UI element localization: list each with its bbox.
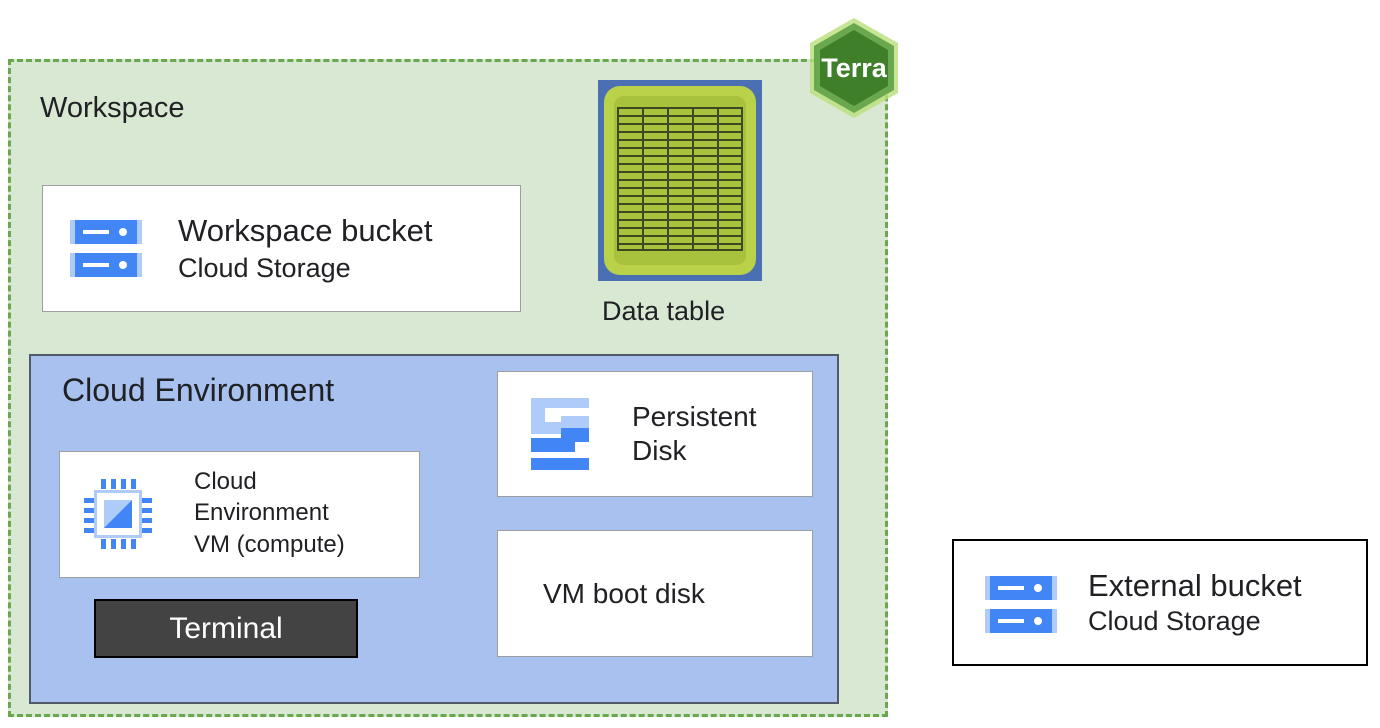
cloud-environment-title: Cloud Environment bbox=[62, 372, 335, 408]
vm-label-line2: Environment bbox=[194, 499, 329, 526]
terra-logo: Terra bbox=[810, 18, 898, 118]
external-bucket-name: External bucket bbox=[1088, 568, 1302, 603]
vm-boot-disk-box bbox=[497, 530, 813, 657]
persistent-disk-label-line1: Persistent bbox=[632, 401, 757, 432]
vm-label-line3: VM (compute) bbox=[194, 531, 345, 558]
terra-logo-text: Terra bbox=[821, 53, 888, 83]
workspace-bucket-box bbox=[42, 185, 521, 312]
vm-label-line1: Cloud bbox=[194, 468, 257, 495]
data-table-icon bbox=[598, 80, 762, 281]
external-bucket-box bbox=[952, 539, 1368, 666]
terminal-box: Terminal bbox=[94, 599, 358, 658]
vm-boot-disk-label: VM boot disk bbox=[543, 578, 705, 609]
persistent-disk-label-line2: Disk bbox=[632, 435, 687, 466]
data-table-label: Data table bbox=[602, 296, 726, 326]
workspace-bucket-type: Cloud Storage bbox=[178, 253, 351, 283]
storage-icon bbox=[70, 220, 142, 277]
workspace-title: Workspace bbox=[40, 92, 185, 124]
workspace-bucket-name: Workspace bucket bbox=[178, 213, 433, 248]
chip-icon bbox=[84, 479, 152, 549]
persistent-disk-icon bbox=[531, 398, 589, 470]
external-bucket-type: Cloud Storage bbox=[1088, 606, 1261, 636]
storage-icon bbox=[985, 576, 1057, 633]
